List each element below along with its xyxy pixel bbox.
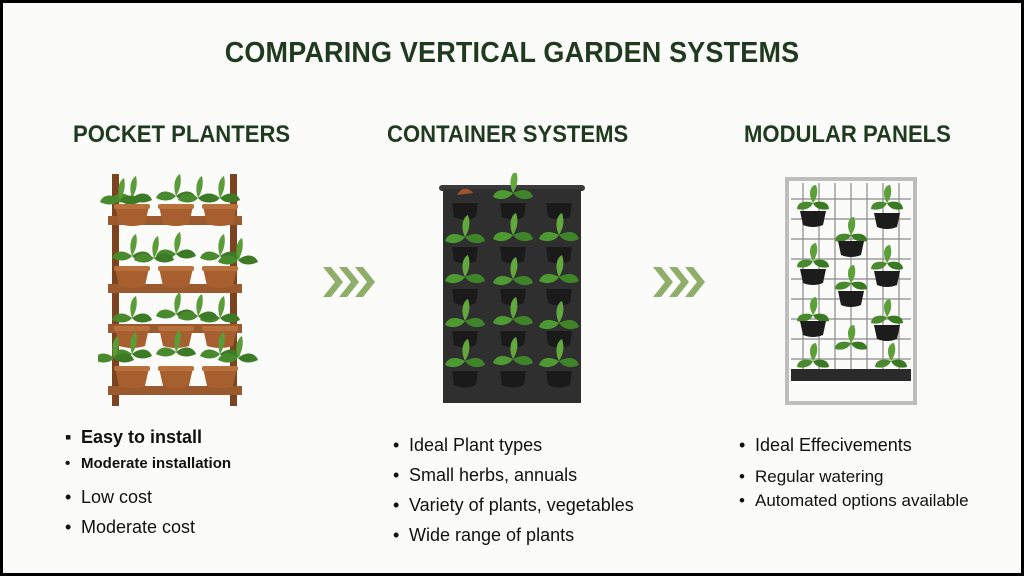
feature-moderate-installation: Moderate installation <box>65 455 231 487</box>
container-systems-features: Ideal Plant types Small herbs, annuals V… <box>393 435 634 555</box>
feature-moderate-cost: Moderate cost <box>65 517 231 547</box>
feature-easy-install: Easy to install <box>65 427 231 455</box>
pocket-planters-features: Easy to install Moderate installation Lo… <box>65 427 231 547</box>
pocket-planter-illustration <box>98 174 258 406</box>
feature-automated-options: Automated options available <box>739 491 969 515</box>
heading-container-systems: CONTAINER SYSTEMS <box>387 121 629 148</box>
heading-pocket-planters: POCKET PLANTERS <box>73 121 291 148</box>
page-title: COMPARING VERTICAL GARDEN SYSTEMS <box>224 37 800 69</box>
heading-modular-panels: MODULAR PANELS <box>744 121 951 148</box>
chevron-right-icon <box>323 267 375 297</box>
feature-ideal-plant-types: Ideal Plant types <box>393 435 634 465</box>
feature-variety-of-plants: Variety of plants, vegetables <box>393 495 634 525</box>
modular-panels-features: Ideal Effecivements Regular watering Aut… <box>739 435 969 515</box>
modular-panel-illustration <box>785 177 917 405</box>
feature-small-herbs: Small herbs, annuals <box>393 465 634 495</box>
container-system-illustration <box>439 173 585 403</box>
feature-wide-range: Wide range of plants <box>393 525 634 555</box>
feature-ideal-effecivements: Ideal Effecivements <box>739 435 969 467</box>
feature-regular-watering: Regular watering <box>739 467 969 491</box>
chevron-right-icon <box>653 267 705 297</box>
diagram-canvas: COMPARING VERTICAL GARDEN SYSTEMS POCKET… <box>3 3 1021 573</box>
feature-low-cost: Low cost <box>65 487 231 517</box>
